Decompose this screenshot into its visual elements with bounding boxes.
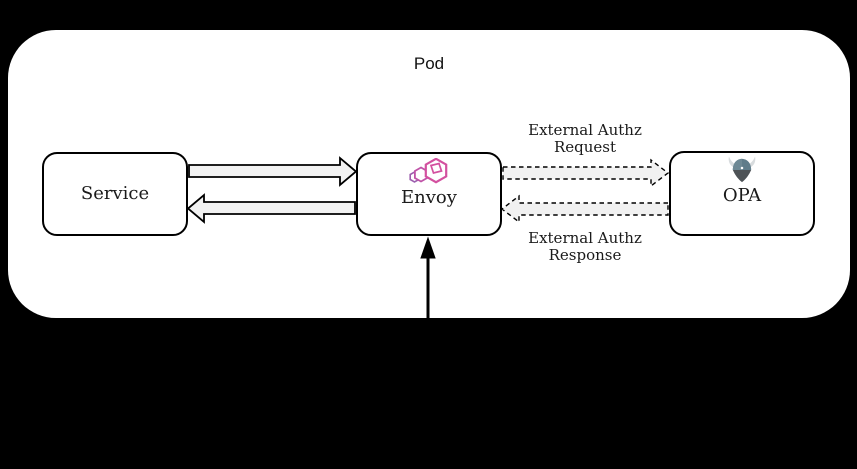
external-authz-response-label: External Authz Response <box>500 230 670 264</box>
request-label-line1: External Authz <box>528 121 642 139</box>
external-authz-request-label: External Authz Request <box>500 122 670 156</box>
response-label-line2: Response <box>548 246 622 264</box>
node-envoy: Envoy <box>356 152 502 236</box>
envoy-logo-icon <box>409 158 448 184</box>
node-service: Service <box>42 152 188 236</box>
response-label-line1: External Authz <box>528 229 642 247</box>
opa-label: OPA <box>722 185 762 206</box>
envoy-label: Envoy <box>401 187 457 208</box>
opa-logo-icon <box>728 156 756 183</box>
request-label-line2: Request <box>553 138 617 156</box>
pod-label: Pod <box>413 54 445 73</box>
service-label: Service <box>80 183 150 205</box>
node-opa: OPA <box>669 151 815 236</box>
